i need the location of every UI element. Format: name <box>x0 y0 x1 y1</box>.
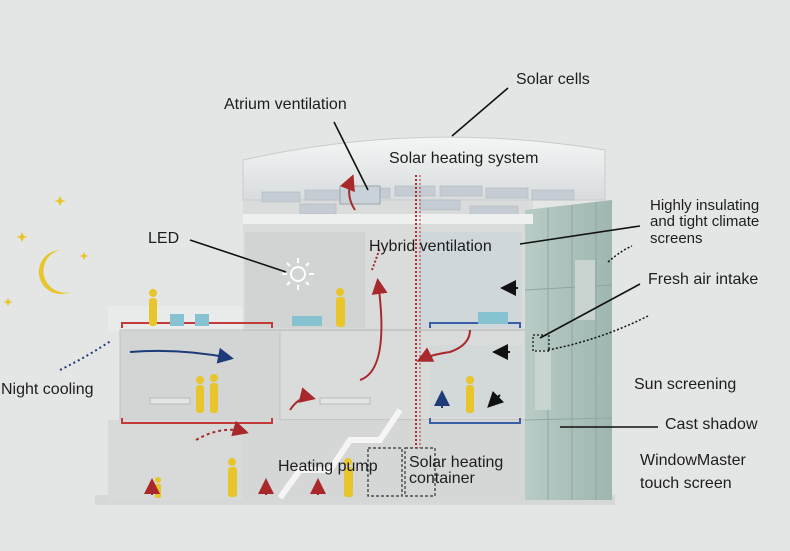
led-sun-icon <box>282 258 314 290</box>
cool-airflow-arrows <box>59 339 450 408</box>
facade-mullions <box>524 202 613 500</box>
fresh-air-intake-marker <box>532 334 550 352</box>
moon-icon <box>38 250 70 294</box>
tower-room-middle-right <box>430 345 522 417</box>
sun-screen-panel <box>575 260 595 320</box>
label-solar-heating-container-line-1: Solar heating <box>409 454 504 471</box>
atrium-skylight <box>339 185 381 205</box>
heating-pump-box <box>367 447 403 497</box>
staircase <box>277 408 403 500</box>
people-figures <box>149 288 474 498</box>
label-windowmaster-line-1: WindowMaster <box>640 452 746 469</box>
label-fresh-air-intake: Fresh air intake <box>648 271 759 288</box>
tower-room-upper <box>245 232 365 328</box>
label-hybrid-ventilation: Hybrid ventilation <box>369 238 492 255</box>
warm-airflow-arrows <box>144 174 471 495</box>
leader-lines <box>189 87 658 428</box>
fresh-air-arrows <box>487 280 518 408</box>
label-solar-heating-system: Solar heating system <box>389 150 539 167</box>
left-wing-ground-floor <box>108 420 243 500</box>
label-windowmaster-line-2: touch screen <box>640 475 732 492</box>
furniture <box>170 312 508 326</box>
label-led: LED <box>148 230 180 247</box>
label-solar-cells: Solar cells <box>516 71 590 88</box>
label-heating-pump: Heating pump <box>278 458 378 475</box>
label-highly-insulating-line-2: and tight climate <box>650 213 760 230</box>
label-sun-screening: Sun screening <box>634 376 737 393</box>
sun-screen-panel-2 <box>535 350 551 410</box>
label-cast-shadow: Cast shadow <box>665 416 758 433</box>
roof <box>242 136 606 201</box>
label-highly-insulating-line-3: screens <box>650 230 703 247</box>
label-night-cooling: Night cooling <box>1 381 94 398</box>
roof-edge <box>243 214 533 224</box>
furniture-tables <box>149 397 371 405</box>
label-atrium-ventilation: Atrium ventilation <box>224 96 347 113</box>
label-solar-heating-container-line-2: container <box>409 470 475 487</box>
label-highly-insulating-line-1: Highly insulating <box>650 197 760 214</box>
stars-icon <box>3 196 89 306</box>
